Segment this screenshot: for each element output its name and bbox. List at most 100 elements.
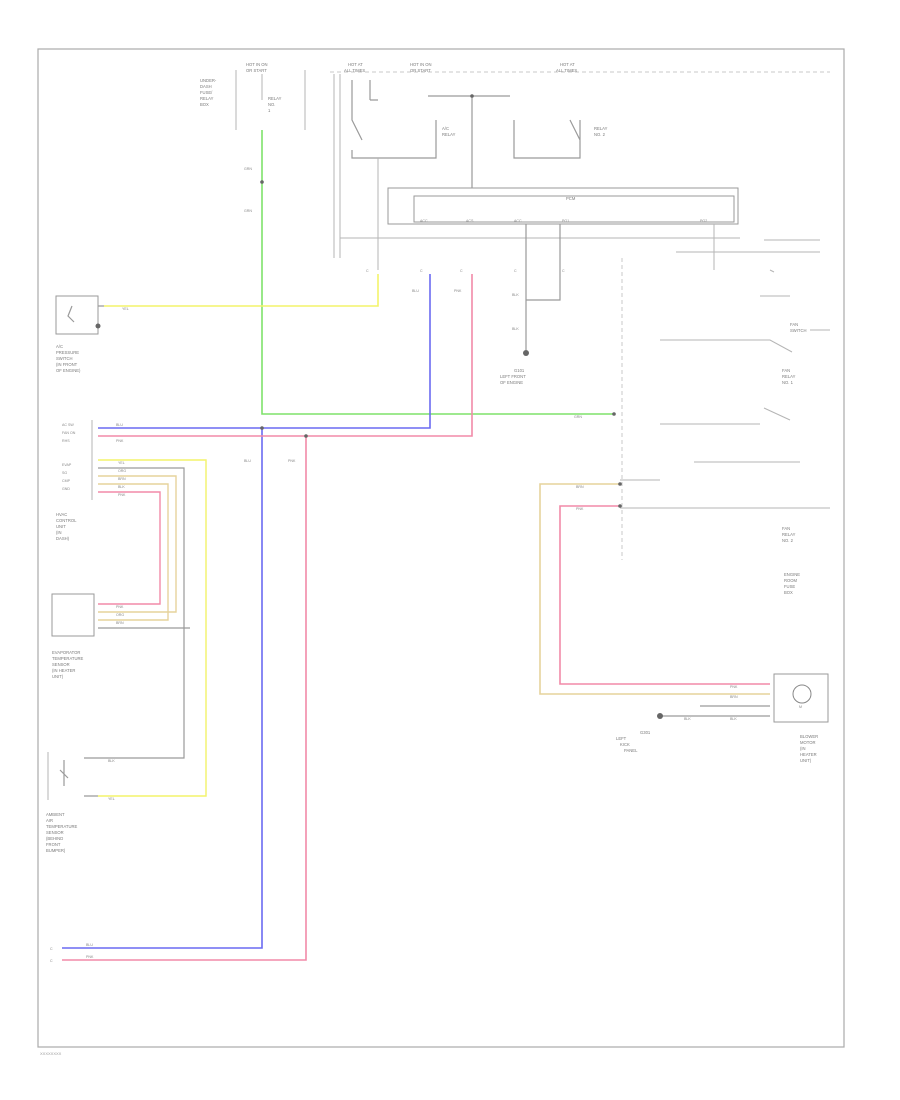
svg-text:GND: GND xyxy=(62,487,70,491)
tag-org-evap: ORG xyxy=(116,613,124,617)
svg-text:(IN FRONT: (IN FRONT xyxy=(56,362,78,367)
svg-text:AC SW: AC SW xyxy=(62,423,74,427)
svg-text:HOT IN ON: HOT IN ON xyxy=(246,62,268,67)
tag-yel-amb: YEL xyxy=(108,797,115,801)
svg-text:C: C xyxy=(514,269,517,273)
tag-pnk-hvac: PNK xyxy=(116,439,124,443)
svg-text:SENSOR: SENSOR xyxy=(52,662,70,667)
svg-text:RELAY: RELAY xyxy=(200,96,214,101)
wire-tan-right xyxy=(539,483,770,695)
tag-grn-lower: GRN xyxy=(244,209,252,213)
tag-pnk-bottom: PNK xyxy=(86,955,94,959)
svg-text:FUSE/: FUSE/ xyxy=(200,90,213,95)
wire-pink-upper xyxy=(98,274,473,437)
svg-text:PRESSURE: PRESSURE xyxy=(56,350,79,355)
wire-blue-lower xyxy=(62,428,263,949)
svg-text:HOT IN ON: HOT IN ON xyxy=(410,62,432,67)
svg-text:FUSE: FUSE xyxy=(784,584,795,589)
relay-left-coil xyxy=(351,80,437,159)
svg-text:BOX: BOX xyxy=(784,590,793,595)
svg-text:UNIT): UNIT) xyxy=(800,758,812,763)
svg-text:RELAY: RELAY xyxy=(594,126,608,131)
svg-text:FAN: FAN xyxy=(790,322,798,327)
tag-org-hvac: ORG xyxy=(118,469,126,473)
ac-switch-label: A/C PRESSURE SWITCH (IN FRONT OF ENGINE) xyxy=(56,344,81,373)
evap-sensor-box xyxy=(51,593,95,637)
pcm-label: PCM xyxy=(566,196,576,201)
svg-text:NO.: NO. xyxy=(268,102,275,107)
diagram-border xyxy=(37,48,845,1048)
ac-switch-ground-icon xyxy=(95,323,101,329)
underdash-fuse-label: UNDER- DASH FUSE/ RELAY BOX xyxy=(200,78,217,107)
pcm-ground-legs xyxy=(525,224,561,350)
svg-text:OR START: OR START xyxy=(410,68,431,73)
svg-text:UNIT: UNIT xyxy=(56,524,66,529)
ac-pressure-switch-box xyxy=(55,295,99,335)
tag-pnk-vert: PNK xyxy=(288,459,296,463)
blower-motor-box xyxy=(773,673,829,723)
svg-text:HOT AT: HOT AT xyxy=(560,62,575,67)
fan-relay-2-label: FAN RELAY NO. 2 xyxy=(782,526,796,543)
g101-label: G101 LEFT FRONT OF ENGINE xyxy=(500,368,526,385)
svg-text:C: C xyxy=(420,269,423,273)
svg-text:(IN: (IN xyxy=(800,746,806,751)
svg-text:1: 1 xyxy=(268,108,271,113)
svg-text:OF ENGINE): OF ENGINE) xyxy=(56,368,81,373)
svg-text:RELAY: RELAY xyxy=(442,132,456,137)
fan-switch-label: FAN SWITCH xyxy=(790,322,807,333)
main-relay-label: A/C RELAY xyxy=(442,126,456,137)
fan-relay-lines xyxy=(660,239,830,463)
wire-pink-hvac xyxy=(98,491,161,605)
svg-text:NO. 1: NO. 1 xyxy=(782,380,794,385)
tag-brn-hvac: BRN xyxy=(118,477,126,481)
relay-right-switch xyxy=(428,95,581,188)
tag-blk-ground: BLK xyxy=(684,717,691,721)
svg-text:PG2: PG2 xyxy=(700,219,707,223)
bottom-terminals: C C xyxy=(50,947,53,963)
svg-text:G301: G301 xyxy=(640,730,651,735)
blower-label: BLOWER MOTOR (IN HEATER UNIT) xyxy=(800,734,818,763)
svg-text:(BEHIND: (BEHIND xyxy=(46,836,63,841)
engine-fuse-box-label: ENGINE ROOM FUSE BOX xyxy=(784,572,800,595)
svg-text:RELAY: RELAY xyxy=(782,374,796,379)
svg-text:ENGINE: ENGINE xyxy=(784,572,800,577)
svg-text:SENSOR: SENSOR xyxy=(46,830,64,835)
svg-text:SWITCH: SWITCH xyxy=(56,356,73,361)
svg-text:(IN HEATER: (IN HEATER xyxy=(52,668,75,673)
svg-text:UNDER-: UNDER- xyxy=(200,78,217,83)
tag-blu-pcm: BLU xyxy=(412,289,419,293)
hvac-control-label: HVAC CONTROL UNIT (IN DASH) xyxy=(56,512,77,541)
hvac-pins: AC SW FAN ON RHS EVAP SG CMP GND xyxy=(62,423,76,491)
wire-yellow-hvac xyxy=(98,459,207,797)
wire-pink-right xyxy=(559,505,770,685)
svg-text:FRONT: FRONT xyxy=(46,842,61,847)
svg-text:C: C xyxy=(50,959,53,963)
tag-pnk-hvac2: PNK xyxy=(118,493,126,497)
wire-gray-hvac xyxy=(98,467,185,759)
relay-no1-label: RELAY NO. 1 xyxy=(268,96,282,113)
fuse-right-label: HOT AT ALL TIMES xyxy=(556,62,577,73)
wire-yellow-ac xyxy=(104,274,379,307)
svg-text:ACC: ACC xyxy=(420,219,428,223)
tag-pnk-right: PNK xyxy=(576,507,584,511)
svg-text:TEMPERATURE: TEMPERATURE xyxy=(46,824,78,829)
svg-text:ALL TIMES: ALL TIMES xyxy=(344,68,365,73)
ambient-sensor-icon xyxy=(59,757,98,797)
g301-ground-icon xyxy=(657,713,663,719)
svg-text:OR START: OR START xyxy=(246,68,267,73)
svg-text:BUMPER): BUMPER) xyxy=(46,848,66,853)
fan-relay-1-label: FAN RELAY NO. 1 xyxy=(782,368,796,385)
svg-text:(IN: (IN xyxy=(56,530,62,535)
wire-pink-lower xyxy=(62,436,307,961)
tag-yel-ac: YEL xyxy=(122,307,129,311)
pcm-connector-row: C C C C C xyxy=(366,269,565,273)
tag-blu-bottom: BLU xyxy=(86,943,93,947)
svg-text:G101: G101 xyxy=(514,368,525,373)
tag-blk-pcm-a: BLK xyxy=(512,293,519,297)
svg-text:ACC: ACC xyxy=(514,219,522,223)
fan-relay-switches xyxy=(620,224,830,509)
svg-text:C: C xyxy=(460,269,463,273)
svg-text:KICK: KICK xyxy=(620,742,630,747)
svg-text:SWITCH: SWITCH xyxy=(790,328,807,333)
